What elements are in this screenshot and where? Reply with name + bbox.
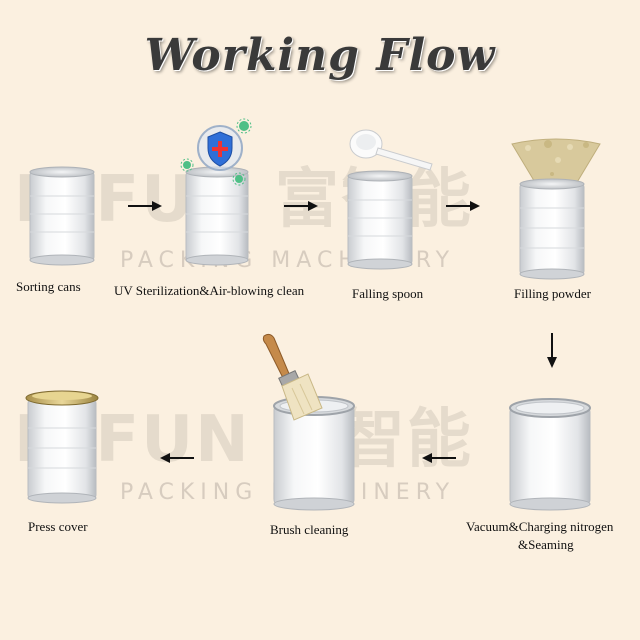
page-title: Working Flow	[144, 30, 496, 81]
arrow-right-icon	[128, 200, 162, 212]
germ-icon-2	[232, 172, 246, 186]
arrow-right-icon-2	[284, 200, 318, 212]
brush-icon	[258, 332, 328, 422]
can-press-cover	[24, 388, 100, 506]
step-label-spoon: Falling spoon	[352, 286, 424, 301]
can-vacuum	[508, 398, 592, 512]
step-label-press-cover: Press cover	[28, 519, 88, 534]
can-spoon	[346, 170, 414, 270]
can-filling	[518, 178, 586, 280]
arrow-left-icon-2	[160, 452, 194, 464]
germ-icon-3	[180, 158, 194, 172]
germ-icon	[236, 118, 252, 134]
can-uv	[184, 166, 250, 266]
step-label-seaming: &Seaming	[518, 537, 574, 552]
arrow-left-icon	[422, 452, 456, 464]
watermark-tagline: PACKING MACHINERY	[120, 248, 456, 273]
scoop-icon	[348, 124, 434, 172]
arrow-right-icon-3	[446, 200, 480, 212]
shield-icon	[192, 120, 252, 180]
step-label-sorting: Sorting cans	[16, 279, 81, 294]
step-label-brush: Brush cleaning	[270, 522, 349, 537]
arrow-down-icon	[546, 333, 558, 369]
step-label-uv: UV Sterilization&Air-blowing clean	[114, 283, 305, 298]
step-label-vacuum: Vacuum&Charging nitrogen	[466, 519, 614, 534]
step-label-filling: Filling powder	[514, 286, 591, 301]
can-sorting	[28, 166, 96, 266]
